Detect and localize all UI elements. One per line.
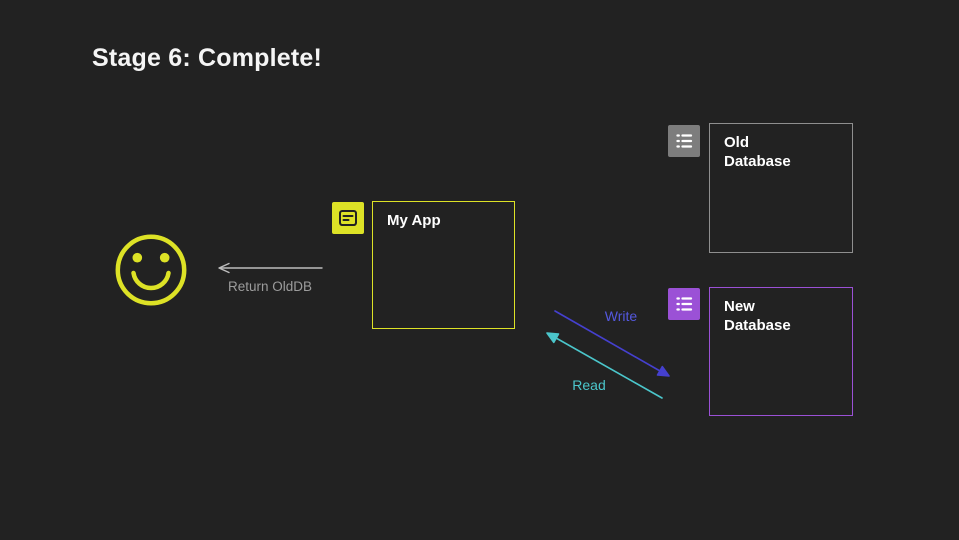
read-arrow-label: Read bbox=[572, 377, 606, 393]
new-database-node[interactable]: New Database bbox=[709, 287, 853, 416]
page-title: Stage 6: Complete! bbox=[92, 44, 323, 72]
return-olddb-arrow[interactable] bbox=[218, 262, 323, 274]
list-icon bbox=[676, 134, 693, 148]
smiley-face-icon[interactable] bbox=[113, 232, 189, 308]
my-app-label: My App bbox=[387, 212, 441, 229]
app-window-icon bbox=[339, 210, 357, 226]
my-app-shape-icon[interactable] bbox=[332, 202, 364, 234]
old-database-node[interactable]: Old Database bbox=[709, 123, 853, 253]
new-database-label: New Database bbox=[724, 298, 791, 334]
old-database-shape-icon[interactable] bbox=[668, 125, 700, 157]
return-olddb-arrow-label: Return OldDB bbox=[227, 279, 313, 294]
new-database-shape-icon[interactable] bbox=[668, 288, 700, 320]
old-database-label: Old Database bbox=[724, 134, 791, 170]
my-app-node[interactable]: My App bbox=[372, 201, 515, 329]
list-icon bbox=[676, 297, 693, 311]
write-arrow-label: Write bbox=[604, 308, 638, 324]
